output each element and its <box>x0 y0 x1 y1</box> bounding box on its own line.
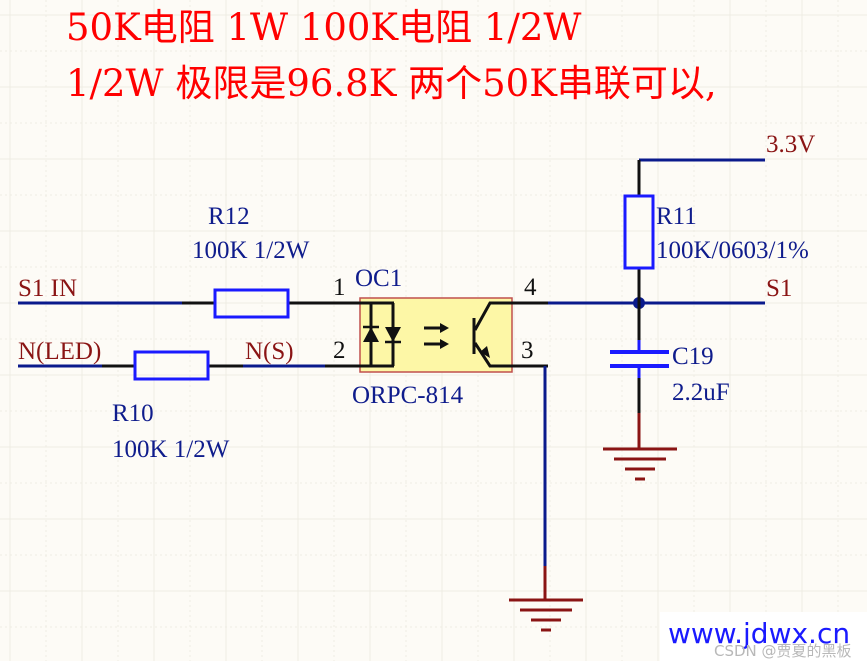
net-s1[interactable] <box>548 297 765 309</box>
r12-value: 100K 1/2W <box>192 237 310 264</box>
optocoupler-oc1[interactable] <box>355 297 548 373</box>
resistor-r11[interactable] <box>623 194 655 270</box>
resistor-r12[interactable] <box>213 288 290 319</box>
r10-value: 100K 1/2W <box>112 436 230 463</box>
r10-designator: R10 <box>112 400 154 427</box>
oc1-pin-1: 1 <box>333 274 346 301</box>
net-label-s1: S1 <box>766 275 792 302</box>
led-up-icon <box>363 327 379 342</box>
ground-symbol-icon <box>509 598 583 632</box>
ground-symbol-icon <box>603 447 677 481</box>
note-line-2: 1/2W 极限是96.8K 两个50K串联可以, <box>66 62 717 105</box>
resistor-r10[interactable] <box>133 350 210 381</box>
watermark-csdn: CSDN @贾夏的黑板 <box>714 642 852 660</box>
r11-designator: R11 <box>656 203 697 230</box>
watermark-site: www.jdwx.cn <box>668 617 850 650</box>
r12-designator: R12 <box>208 203 250 230</box>
oc1-part-number: ORPC-814 <box>352 382 464 409</box>
c19-designator: C19 <box>672 343 714 370</box>
capacitor-c19[interactable] <box>610 303 669 449</box>
r11-value: 100K/0603/1% <box>656 237 809 264</box>
phototransistor-icon <box>472 301 548 368</box>
net-label-n-led: N(LED) <box>18 338 101 365</box>
note-line-1: 50K电阻 1W 100K电阻 1/2W <box>66 6 581 49</box>
oc1-designator: OC1 <box>355 265 402 292</box>
net-label-s1-in: S1 IN <box>18 275 77 302</box>
watermark-bg <box>660 612 867 661</box>
net-3v3[interactable] <box>637 158 765 303</box>
c19-value: 2.2uF <box>672 379 730 406</box>
net-label-n-s: N(S) <box>245 338 294 365</box>
net-label-3v3: 3.3V <box>766 131 815 158</box>
oc1-pin-2: 2 <box>333 337 346 364</box>
oc1-pin-4: 4 <box>524 274 537 301</box>
led-down-icon <box>385 327 401 342</box>
oc1-pin-3: 3 <box>521 337 534 364</box>
